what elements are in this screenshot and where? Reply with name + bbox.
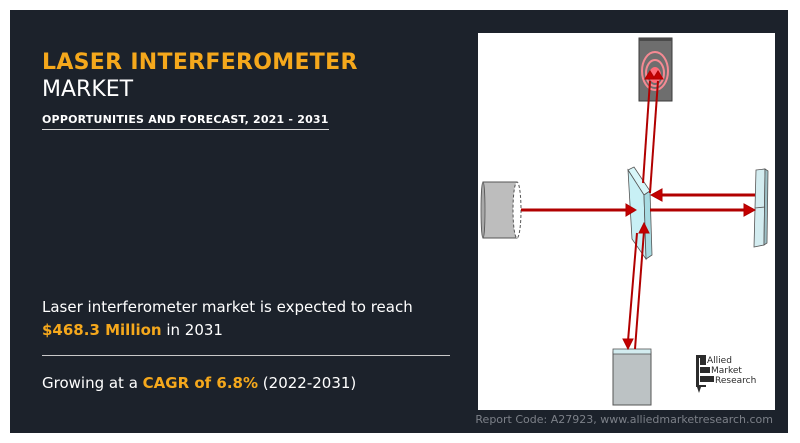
beam-splitter-icon [627, 166, 653, 261]
mirror-right-icon [753, 168, 769, 248]
logo-line3: Research [715, 376, 757, 386]
growth-stat: Growing at a CAGR of 6.8% (2022-2031) [42, 372, 462, 395]
title-market: MARKET [42, 77, 134, 102]
report-code-footer: Report Code: A27923, www.alliedmarketres… [475, 413, 773, 426]
cagr-value: CAGR of 6.8% [142, 374, 259, 392]
allied-market-research-logo: Allied Market Research [696, 355, 766, 395]
divider [42, 355, 450, 356]
market-size-stat: Laser interferometer market is expected … [42, 296, 462, 342]
market-size-value: $468.3 Million [42, 321, 162, 339]
market-size-prefix: Laser interferometer market is expected … [42, 298, 413, 316]
logo-line2: Market [711, 366, 742, 376]
logo-line1: Allied [707, 356, 732, 366]
mirror-bottom-icon [612, 348, 652, 406]
growth-suffix: (2022-2031) [258, 374, 357, 392]
detector-screen-icon [638, 37, 673, 102]
market-size-suffix: in 2031 [161, 321, 223, 339]
growth-prefix: Growing at a [42, 374, 143, 392]
interferometer-illustration: Allied Market Research [478, 33, 775, 410]
subtitle: OPPORTUNITIES AND FORECAST, 2021 - 2031 [42, 113, 329, 130]
laser-source-icon [480, 181, 522, 239]
logo-mark-icon [696, 355, 714, 393]
title-highlight: LASER INTERFEROMETER [42, 50, 358, 75]
laser-beams [521, 70, 757, 351]
